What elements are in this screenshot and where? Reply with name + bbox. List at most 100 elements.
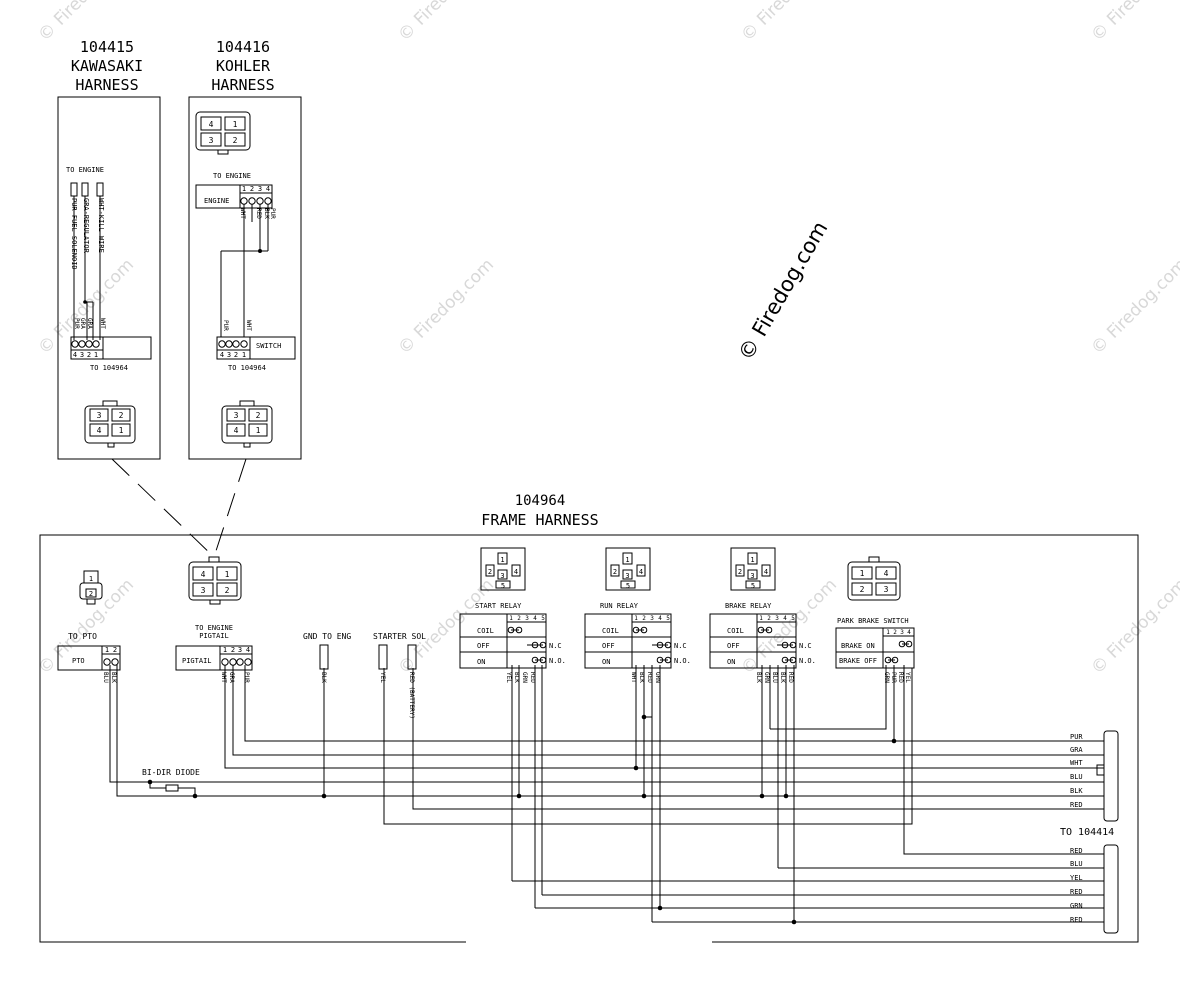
- frame-border: [39, 534, 1139, 943]
- cavity-number: 1: [750, 556, 754, 564]
- output-wire-label: BLK: [1070, 787, 1083, 795]
- output-wire-label: GRN: [1070, 902, 1083, 910]
- pin-number: 2: [250, 185, 254, 193]
- cavity-number: 4: [209, 120, 214, 129]
- cavity-number: 5: [501, 582, 505, 590]
- wire-label: GRA: [79, 318, 86, 329]
- cavity-number: 1: [500, 556, 504, 564]
- splice-dots: [147, 714, 897, 925]
- engine-label: ENGINE: [204, 197, 229, 205]
- kohler-to-engine: TO ENGINE: [213, 172, 251, 180]
- watermark: © Firedog.com: [1087, 575, 1180, 679]
- cavity-number: 3: [234, 411, 239, 420]
- relay-nc-label: N.C: [549, 642, 562, 650]
- relay-block: [584, 613, 672, 669]
- watermark: © Firedog.com: [394, 255, 498, 359]
- wire-label: GRA-REGULATOR: [82, 198, 90, 254]
- kill-wire-terminal: [96, 182, 104, 197]
- relay-cavity: [735, 564, 745, 577]
- starter-label: STARTER SOL: [373, 632, 426, 641]
- wire-label: GRN: [521, 672, 528, 683]
- pigtail-section: 4 1 3 2 TO ENGINE PIGTAIL PIGTAIL 1 2 3 …: [175, 556, 253, 683]
- gnd-label: GND TO ENG: [303, 632, 351, 641]
- pin-number: 4: [783, 615, 787, 622]
- wire-label: BLK: [779, 672, 786, 683]
- relay-row-label: COIL: [477, 627, 494, 635]
- pin-number: 5: [541, 615, 545, 622]
- kawasaki-leader: [111, 458, 215, 558]
- cavity-number: 4: [201, 570, 206, 579]
- kohler-leader: [213, 458, 247, 558]
- output-wire-label: RED: [1070, 801, 1083, 809]
- switch-label: SWITCH: [256, 342, 281, 350]
- relay-cavity: [497, 569, 508, 580]
- wire-label: RED: [529, 672, 536, 683]
- starter-terminal-yel: [378, 644, 388, 670]
- wire-label: BLK: [110, 672, 117, 683]
- relay-name: RUN RELAY: [600, 602, 639, 610]
- pin-number: 2: [517, 615, 521, 622]
- pin-number: 3: [227, 351, 231, 359]
- wire-label: PUR-FUEL SOLENOID: [70, 198, 78, 270]
- pin-number: 2: [234, 351, 238, 359]
- output-wire-label: GRA: [1070, 746, 1083, 754]
- output-wire-label: YEL: [1070, 874, 1083, 882]
- wire-label: RED: [255, 208, 262, 219]
- pin-number: 5: [791, 615, 795, 622]
- output-wire-label: BLU: [1070, 860, 1083, 868]
- wire-label: BLK: [638, 672, 645, 683]
- cavity-number: 4: [97, 426, 102, 435]
- wire-label: PUR: [73, 318, 80, 329]
- gnd-terminal: [319, 644, 329, 670]
- cavity-number: 2: [225, 586, 230, 595]
- cavity-number: 3: [750, 572, 754, 580]
- relay-cavity: [745, 580, 761, 589]
- wire-routing: [109, 665, 1104, 923]
- pin-number: 2: [893, 629, 897, 636]
- pin-number: 1: [242, 351, 246, 359]
- fuel-solenoid-terminal: [70, 182, 78, 197]
- wire-label: WHT: [99, 318, 106, 329]
- kawasaki-harness: 104415 KAWASAKI HARNESS TO ENGINE PUR-FU…: [57, 38, 161, 460]
- wire-label: YEL: [379, 672, 386, 683]
- pigtail-connector: [188, 561, 242, 601]
- cavity-number: 5: [751, 582, 755, 590]
- park-row-label: BRAKE OFF: [839, 657, 877, 665]
- relay-row-label: OFF: [477, 642, 490, 650]
- center-watermark: © Firedog.com: [734, 217, 833, 364]
- pin-number: 1: [634, 615, 638, 622]
- wire-label: WHT: [220, 672, 227, 683]
- relay-block: [459, 613, 547, 669]
- cavity-number: 2: [256, 411, 261, 420]
- cavity-number: 2: [89, 590, 93, 598]
- relay-nc-label: N.C: [674, 642, 687, 650]
- output-wire-label: RED: [1070, 847, 1083, 855]
- park-brake-block: [835, 627, 915, 669]
- wire-label: RED (BATTERY): [408, 672, 415, 719]
- wire-label: RED: [646, 672, 653, 683]
- cavity-number: 1: [225, 570, 230, 579]
- cavity-number: 2: [488, 568, 492, 576]
- relay-cavity: [485, 564, 495, 577]
- kawasaki-part-number: 104415: [80, 38, 134, 56]
- watermark: © Firedog.com: [1087, 255, 1180, 359]
- relay-connector: [730, 547, 776, 591]
- starter-terminal-red: [407, 644, 417, 670]
- pin-number: 3: [80, 351, 84, 359]
- cavity-number: 2: [860, 585, 865, 594]
- pin-number: 1: [105, 646, 109, 654]
- regulator-terminal: [81, 182, 89, 197]
- pin-number: 2: [231, 646, 235, 654]
- pin-number: 3: [258, 185, 262, 193]
- wire-label: WHT: [245, 320, 252, 331]
- wire-label: BLU: [771, 672, 778, 683]
- cavity-number: 4: [764, 568, 768, 576]
- pin-number: 4: [73, 351, 77, 359]
- watermark: © Firedog.com: [1087, 0, 1180, 46]
- wire-label: GRA: [228, 672, 235, 683]
- relay-cavity: [747, 552, 758, 565]
- kohler-switch-plug: [216, 336, 296, 360]
- output-wire-label: RED: [1070, 888, 1083, 896]
